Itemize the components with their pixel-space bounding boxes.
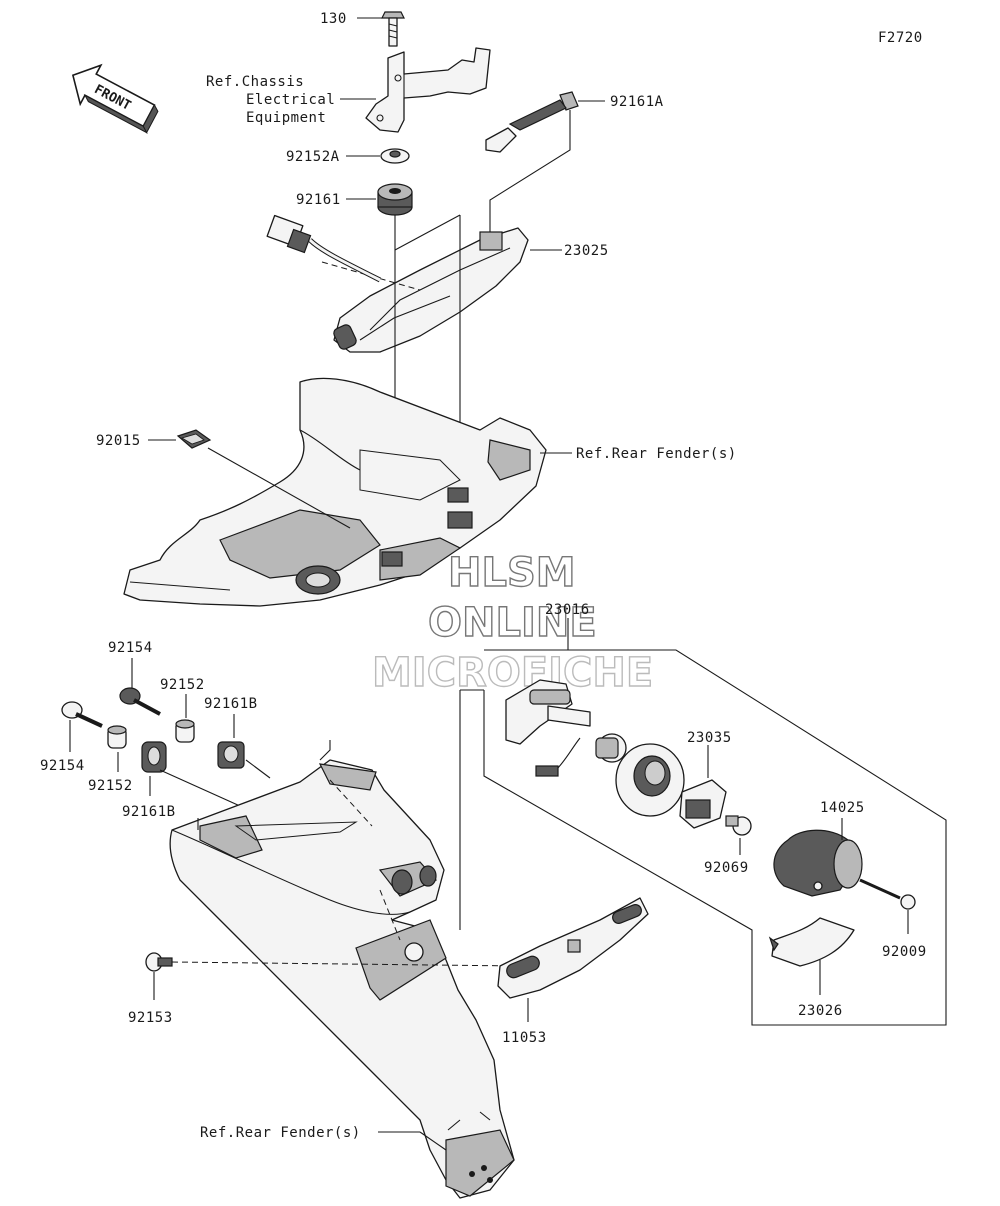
label-92154-top: 92154 (108, 640, 153, 656)
label-ref-rear-fender-top: Ref.Rear Fender(s) (576, 446, 737, 462)
clip-92015-icon (176, 429, 212, 449)
label-92152-bottom: 92152 (88, 778, 133, 794)
label-92069: 92069 (704, 860, 749, 876)
label-ref-chassis-3: Equipment (246, 110, 326, 126)
lens-holder (615, 743, 685, 817)
label-11053: 11053 (502, 1030, 547, 1046)
collar-92152-lower-icon (107, 725, 127, 749)
grommet-92161-icon (377, 183, 413, 216)
taillight-23025 (266, 214, 529, 353)
label-92161: 92161 (296, 192, 341, 208)
label-23026: 23026 (798, 1003, 843, 1019)
chassis-bracket (365, 47, 491, 133)
label-92009: 92009 (882, 944, 927, 960)
bolt-92153-icon (145, 952, 173, 972)
lens-14025 (773, 829, 863, 897)
bracket-11053 (497, 897, 649, 999)
watermark: HLSM ONLINE MICROFICHE (371, 549, 654, 696)
strap-92161a (485, 91, 579, 153)
label-92154-left: 92154 (40, 758, 85, 774)
screw-92009-icon (859, 878, 916, 910)
bolt-92154-lower-icon (61, 701, 103, 728)
label-92161a: 92161A (610, 94, 664, 110)
svg-text:MICROFICHE: MICROFICHE (372, 650, 653, 696)
front-arrow-icon: FRONT (71, 63, 159, 134)
bolt-130-icon (381, 11, 405, 47)
rear-fender-lower (169, 740, 515, 1199)
cover-23026 (768, 917, 855, 967)
label-130: 130 (320, 11, 347, 27)
label-92152-top: 92152 (160, 677, 205, 693)
label-ref-chassis-2: Electrical (246, 92, 335, 108)
collar-92152-upper-icon (175, 719, 195, 743)
label-23016: 23016 (545, 602, 590, 618)
grommet-92161b-lower-icon (141, 741, 167, 773)
label-92152a: 92152A (286, 149, 340, 165)
label-ref-chassis-1: Ref.Chassis (206, 74, 304, 90)
bulb-socket (535, 733, 627, 777)
label-92153: 92153 (128, 1010, 173, 1026)
screw-92069-icon (725, 815, 752, 836)
clip-23035 (679, 779, 727, 829)
label-23025: 23025 (564, 243, 609, 259)
figure-code: F2720 (878, 30, 923, 46)
label-92161b-top: 92161B (204, 696, 258, 712)
washer-92152a-icon (380, 148, 410, 164)
svg-text:ONLINE: ONLINE (428, 600, 597, 646)
label-ref-rear-fender-bottom: Ref.Rear Fender(s) (200, 1125, 361, 1141)
grommet-92161b-upper-icon (217, 741, 245, 769)
rear-fender-upper (123, 377, 547, 607)
svg-text:HLSM: HLSM (448, 550, 576, 596)
bolt-92154-upper-icon (119, 687, 161, 716)
label-14025: 14025 (820, 800, 865, 816)
label-92161b-bottom: 92161B (122, 804, 176, 820)
label-92015: 92015 (96, 433, 141, 449)
lamp-housing (505, 679, 591, 745)
label-23035: 23035 (687, 730, 732, 746)
